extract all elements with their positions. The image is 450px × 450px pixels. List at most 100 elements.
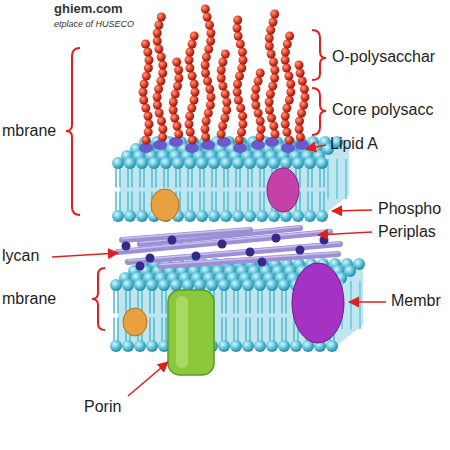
- lipid-head: [220, 157, 232, 169]
- sugar-bead: [203, 77, 212, 86]
- sugar-bead: [283, 40, 292, 49]
- sugar-bead: [203, 13, 212, 22]
- peptide-crosslink: [320, 236, 329, 245]
- lipid-tail: [350, 281, 352, 329]
- sugar-bead: [188, 40, 197, 49]
- lipid-tail: [270, 318, 274, 342]
- membrane-slab: [116, 264, 363, 346]
- sugar-bead: [257, 125, 266, 134]
- sugar-bead: [238, 48, 247, 57]
- lipid-a-core: [233, 143, 247, 153]
- sugar-bead: [296, 133, 305, 142]
- lipid-tail: [164, 168, 168, 188]
- lipid-tail: [234, 318, 238, 342]
- sugar-bead: [141, 40, 150, 49]
- lipid-head: [136, 210, 148, 222]
- lipid-a-core: [169, 137, 183, 147]
- sugar-bead: [234, 32, 243, 41]
- sugar-bead: [190, 80, 199, 89]
- lipid-head: [160, 157, 172, 169]
- part-label: Core polysacc: [332, 101, 433, 119]
- lipid-tail: [234, 290, 238, 314]
- porin-highlight: [176, 296, 188, 368]
- sugar-bead: [295, 61, 304, 70]
- lipid-tail: [162, 318, 166, 342]
- lipid-head: [254, 340, 266, 352]
- lipid-head: [232, 210, 244, 222]
- lipid-a-core: [153, 140, 167, 150]
- sugar-bead: [185, 48, 194, 57]
- lipid-head: [136, 157, 148, 169]
- sugar-bead: [185, 56, 194, 65]
- bracket: [312, 30, 326, 80]
- sugar-bead: [234, 96, 243, 105]
- lipid-tail: [248, 192, 252, 212]
- sugar-bead: [169, 106, 178, 115]
- sugar-bead: [158, 125, 167, 134]
- sugar-bead: [282, 64, 291, 73]
- lipid-head: [242, 279, 254, 291]
- lipid-head: [292, 157, 304, 169]
- sugar-bead: [237, 64, 246, 73]
- lipid-tail: [116, 168, 120, 188]
- part-label: mbrane: [2, 290, 56, 308]
- lipid-tail: [200, 192, 204, 212]
- lipid-head: [124, 157, 136, 169]
- part-label: Membr: [391, 292, 441, 310]
- sugar-bead: [201, 133, 210, 142]
- lipid-tail: [248, 168, 252, 188]
- sugar-bead: [156, 77, 165, 86]
- sugar-bead: [188, 72, 197, 81]
- sugar-bead: [281, 112, 290, 121]
- lipid-head: [266, 340, 278, 352]
- lipid-tail: [246, 318, 250, 342]
- lipid-head: [278, 279, 290, 291]
- sugar-bead: [281, 120, 290, 129]
- lipid-tail: [320, 192, 324, 212]
- sugar-bead: [207, 93, 216, 102]
- peptide-crosslink: [258, 258, 267, 267]
- sugar-bead: [233, 16, 242, 25]
- sugar-bead: [158, 69, 167, 78]
- sugar-bead: [186, 128, 195, 137]
- lipid-head: [196, 157, 208, 169]
- lipid-tail: [308, 192, 312, 212]
- sugar-bead: [267, 114, 276, 123]
- sugar-bead: [300, 85, 309, 94]
- watermark: etplace of HUSECO: [54, 19, 134, 29]
- leader-line: [349, 301, 386, 303]
- lipid-tail: [140, 168, 144, 188]
- sugar-bead: [285, 136, 294, 145]
- sugar-bead: [301, 93, 310, 102]
- sugar-bead: [254, 109, 263, 118]
- sugar-bead: [157, 13, 166, 22]
- lipid-tail: [116, 192, 120, 212]
- sugar-bead: [217, 66, 226, 75]
- sugar-bead: [269, 122, 278, 131]
- sugar-bead: [154, 85, 163, 94]
- sugar-bead: [157, 53, 166, 62]
- lipid-a-core: [201, 140, 215, 150]
- sugar-bead: [218, 58, 227, 67]
- sugar-bead: [235, 72, 244, 81]
- sugar-bead: [238, 120, 247, 129]
- peptide-crosslink: [246, 248, 255, 257]
- lipid-head: [172, 157, 184, 169]
- lipid-head: [146, 340, 158, 352]
- lipid-head: [208, 210, 220, 222]
- sugar-bead: [296, 69, 305, 78]
- lipid-tail: [359, 281, 361, 329]
- sugar-bead: [144, 112, 153, 121]
- lipid-tail: [282, 318, 286, 342]
- sugar-bead: [157, 117, 166, 126]
- sugar-bead: [204, 109, 213, 118]
- lipid-head: [254, 279, 266, 291]
- part-label: lycan: [2, 247, 39, 265]
- sugar-bead: [153, 29, 162, 38]
- sugar-bead: [298, 77, 307, 86]
- sugar-bead: [265, 98, 274, 107]
- sugar-bead: [202, 53, 211, 62]
- sugar-bead: [218, 82, 227, 91]
- sugar-bead: [297, 109, 306, 118]
- lipid-head: [110, 340, 122, 352]
